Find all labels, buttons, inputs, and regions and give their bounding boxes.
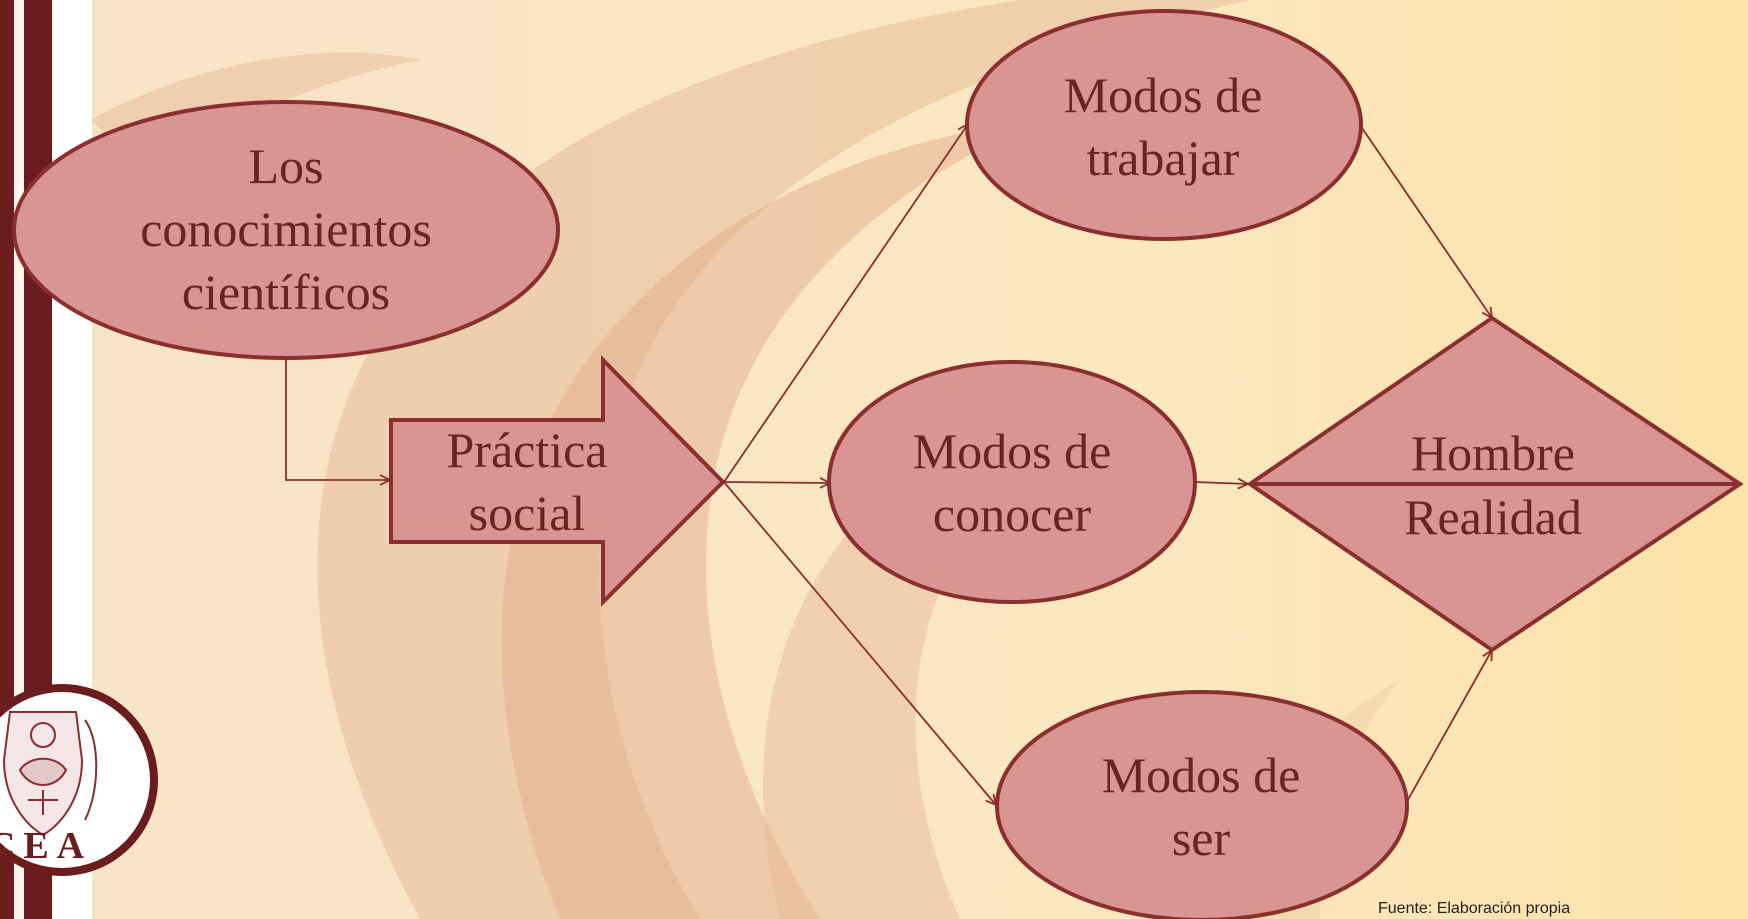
label-line: conocimientos [140, 201, 432, 257]
institution-logo: CEA [0, 684, 158, 876]
label-line: social [468, 485, 586, 541]
label-line: Modos de [912, 423, 1112, 479]
edge-conocer-hombre [1194, 482, 1248, 484]
label-practica-social: Práctica social [392, 419, 662, 545]
node-conocimientos-cientificos [12, 100, 560, 360]
label-realidad: Realidad [1404, 489, 1582, 545]
edges [285, 124, 1492, 806]
coat-of-arms-icon [2, 711, 98, 837]
label-line: Práctica [446, 422, 608, 478]
label-line: Modos de [1063, 67, 1263, 123]
label-modos-de-trabajar: Modos de trabajar [1003, 64, 1323, 190]
node-modos-de-conocer [827, 360, 1197, 604]
label-line: científicos [181, 264, 391, 320]
label-modos-de-ser: Modos de ser [1041, 744, 1361, 870]
label-line: trabajar [1086, 130, 1240, 186]
label-line: ser [1171, 810, 1231, 866]
label-conocimientos-cientificos: Los conocimientos científicos [86, 135, 486, 324]
label-modos-de-conocer: Modos de conocer [852, 420, 1172, 546]
edge-trabajar-hombre [1361, 127, 1492, 318]
edge-conocimientos-practica [285, 358, 390, 480]
label-line: Los [248, 138, 324, 194]
edge-ser-hombre [1404, 650, 1492, 806]
label-hombre: Hombre [1411, 425, 1575, 481]
nodes [12, 9, 1744, 919]
edge-practica-conocer [723, 482, 830, 483]
node-practica-social [389, 355, 726, 607]
node-modos-de-ser [995, 690, 1409, 919]
edge-practica-trabajar [723, 124, 968, 483]
edge-practica-ser [723, 481, 996, 805]
node-modos-de-trabajar [965, 9, 1363, 241]
label-line: conocer [932, 486, 1092, 542]
source-footnote: Fuente: Elaboración propia [1378, 900, 1571, 917]
logo-letters: CEA [0, 825, 92, 867]
label-line: Modos de [1101, 747, 1301, 803]
